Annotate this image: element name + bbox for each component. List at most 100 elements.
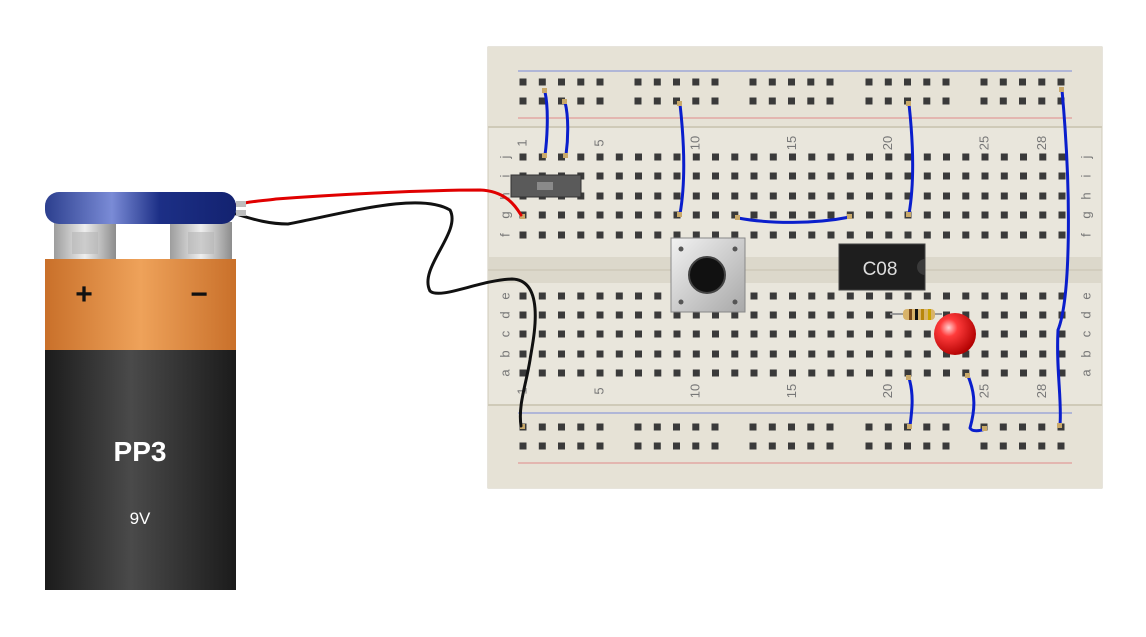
breadboard-hole[interactable] <box>751 312 758 319</box>
breadboard-hole[interactable] <box>577 232 584 239</box>
breadboard-hole[interactable] <box>847 232 854 239</box>
breadboard-hole[interactable] <box>597 424 604 431</box>
breadboard-hole[interactable] <box>597 370 604 377</box>
breadboard-hole[interactable] <box>924 154 931 161</box>
breadboard-hole[interactable] <box>885 424 892 431</box>
breadboard-hole[interactable] <box>616 370 623 377</box>
breadboard-hole[interactable] <box>982 232 989 239</box>
breadboard-hole[interactable] <box>751 293 758 300</box>
breadboard-hole[interactable] <box>654 312 661 319</box>
breadboard-hole[interactable] <box>635 424 642 431</box>
breadboard-hole[interactable] <box>1020 370 1027 377</box>
breadboard-hole[interactable] <box>712 331 719 338</box>
breadboard-hole[interactable] <box>885 293 892 300</box>
breadboard-hole[interactable] <box>539 312 546 319</box>
breadboard-hole[interactable] <box>750 98 757 105</box>
breadboard-hole[interactable] <box>924 173 931 180</box>
breadboard-hole[interactable] <box>616 351 623 358</box>
breadboard-hole[interactable] <box>807 98 814 105</box>
breadboard-hole[interactable] <box>807 424 814 431</box>
breadboard-hole[interactable] <box>1039 293 1046 300</box>
breadboard-hole[interactable] <box>577 312 584 319</box>
breadboard-hole[interactable] <box>789 351 796 358</box>
breadboard-hole[interactable] <box>712 154 719 161</box>
breadboard-hole[interactable] <box>905 351 912 358</box>
breadboard-hole[interactable] <box>943 154 950 161</box>
breadboard-hole[interactable] <box>635 193 642 200</box>
breadboard-hole[interactable] <box>558 79 565 86</box>
breadboard-hole[interactable] <box>769 79 776 86</box>
breadboard-hole[interactable] <box>693 154 700 161</box>
breadboard-hole[interactable] <box>828 312 835 319</box>
breadboard-hole[interactable] <box>943 98 950 105</box>
breadboard-hole[interactable] <box>943 443 950 450</box>
breadboard-hole[interactable] <box>520 443 527 450</box>
breadboard-hole[interactable] <box>1001 173 1008 180</box>
breadboard-hole[interactable] <box>924 212 931 219</box>
breadboard-hole[interactable] <box>520 312 527 319</box>
breadboard-hole[interactable] <box>693 173 700 180</box>
breadboard-hole[interactable] <box>539 331 546 338</box>
breadboard-hole[interactable] <box>616 193 623 200</box>
breadboard-hole[interactable] <box>770 173 777 180</box>
breadboard-hole[interactable] <box>847 154 854 161</box>
breadboard-hole[interactable] <box>597 193 604 200</box>
breadboard-hole[interactable] <box>654 154 661 161</box>
breadboard-hole[interactable] <box>520 154 527 161</box>
breadboard-hole[interactable] <box>962 212 969 219</box>
breadboard-hole[interactable] <box>654 293 661 300</box>
breadboard-hole[interactable] <box>1039 232 1046 239</box>
breadboard-hole[interactable] <box>789 331 796 338</box>
breadboard-hole[interactable] <box>982 193 989 200</box>
breadboard-hole[interactable] <box>828 154 835 161</box>
breadboard-hole[interactable] <box>731 370 738 377</box>
breadboard-hole[interactable] <box>808 193 815 200</box>
breadboard-hole[interactable] <box>885 212 892 219</box>
breadboard-hole[interactable] <box>770 312 777 319</box>
breadboard-hole[interactable] <box>943 293 950 300</box>
breadboard-hole[interactable] <box>1039 351 1046 358</box>
breadboard-hole[interactable] <box>866 154 873 161</box>
breadboard-hole[interactable] <box>905 154 912 161</box>
breadboard-hole[interactable] <box>1059 232 1066 239</box>
breadboard-hole[interactable] <box>885 173 892 180</box>
breadboard-hole[interactable] <box>981 443 988 450</box>
breadboard-hole[interactable] <box>731 312 738 319</box>
breadboard-hole[interactable] <box>828 370 835 377</box>
breadboard-hole[interactable] <box>904 443 911 450</box>
breadboard-hole[interactable] <box>808 293 815 300</box>
breadboard-hole[interactable] <box>673 424 680 431</box>
breadboard-hole[interactable] <box>788 79 795 86</box>
breadboard-hole[interactable] <box>827 443 834 450</box>
breadboard-hole[interactable] <box>750 79 757 86</box>
breadboard-hole[interactable] <box>693 232 700 239</box>
breadboard-hole[interactable] <box>1001 154 1008 161</box>
breadboard-hole[interactable] <box>885 154 892 161</box>
breadboard-hole[interactable] <box>635 98 642 105</box>
breadboard-hole[interactable] <box>712 312 719 319</box>
breadboard-hole[interactable] <box>982 331 989 338</box>
breadboard-hole[interactable] <box>981 98 988 105</box>
breadboard-hole[interactable] <box>943 173 950 180</box>
breadboard-hole[interactable] <box>693 351 700 358</box>
breadboard-hole[interactable] <box>654 212 661 219</box>
breadboard-hole[interactable] <box>751 212 758 219</box>
breadboard-hole[interactable] <box>808 154 815 161</box>
breadboard-hole[interactable] <box>1039 212 1046 219</box>
breadboard-hole[interactable] <box>712 443 719 450</box>
breadboard-hole[interactable] <box>770 331 777 338</box>
breadboard-hole[interactable] <box>885 331 892 338</box>
breadboard-hole[interactable] <box>674 173 681 180</box>
breadboard-hole[interactable] <box>847 331 854 338</box>
breadboard-hole[interactable] <box>962 173 969 180</box>
breadboard-hole[interactable] <box>1059 173 1066 180</box>
push-button[interactable] <box>671 238 745 312</box>
breadboard-hole[interactable] <box>1001 293 1008 300</box>
breadboard-hole[interactable] <box>558 232 565 239</box>
breadboard-hole[interactable] <box>828 212 835 219</box>
breadboard-hole[interactable] <box>1020 212 1027 219</box>
breadboard-hole[interactable] <box>635 154 642 161</box>
breadboard-hole[interactable] <box>654 351 661 358</box>
breadboard-hole[interactable] <box>635 293 642 300</box>
breadboard-hole[interactable] <box>673 443 680 450</box>
